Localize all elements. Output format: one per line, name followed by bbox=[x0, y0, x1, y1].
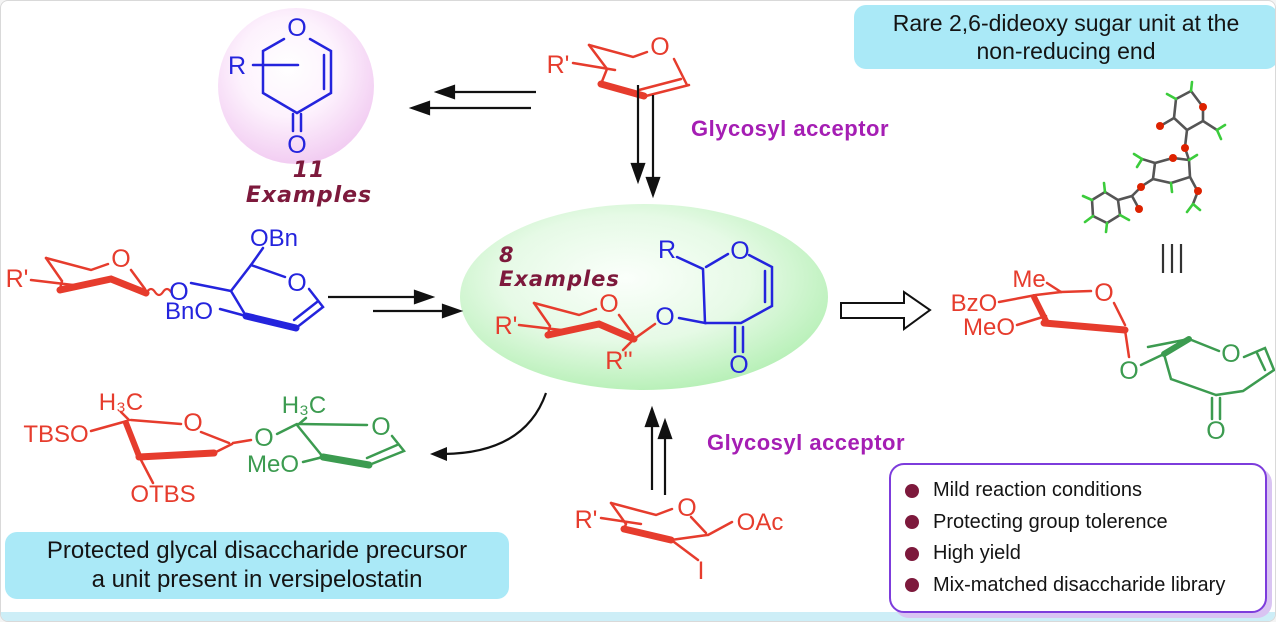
carbonyl-oxygen-label: O bbox=[729, 351, 748, 379]
feature-item: High yield bbox=[905, 542, 1251, 565]
glycosidic-oxygen-label: O bbox=[169, 278, 188, 306]
ring-oxygen-label: O bbox=[677, 494, 696, 522]
r-prime-label: R' bbox=[575, 506, 598, 534]
curved-arrow bbox=[430, 392, 548, 461]
central-disaccharide-product-structure bbox=[517, 301, 657, 352]
key-features-box: Mild reaction conditions Protecting grou… bbox=[889, 463, 1267, 613]
feature-label: Mix-matched disaccharide library bbox=[933, 573, 1226, 596]
banner-line: a unit present in versipelostatin bbox=[91, 566, 423, 594]
r-prime-label: R' bbox=[547, 51, 570, 79]
feature-item: Protecting group tolerence bbox=[905, 511, 1251, 534]
ring-oxygen-label: O bbox=[287, 269, 306, 297]
benzylated-disaccharide-structure bbox=[29, 256, 173, 297]
examples-count-top: 11 Examples bbox=[245, 158, 373, 208]
ring-oxygen-label: O bbox=[371, 413, 390, 441]
oac-group-label: OAc bbox=[737, 509, 784, 536]
methyl-group-label: Me bbox=[1012, 266, 1045, 293]
meo-group-label: MeO bbox=[963, 314, 1015, 341]
otbs-group-label: OTBS bbox=[130, 481, 195, 508]
carbonyl-oxygen-label: O bbox=[287, 131, 306, 159]
retrosynthesis-left-arrows bbox=[408, 84, 536, 116]
glycosylation-up-arrows bbox=[644, 405, 673, 495]
precursor-banner: Protected glycal disaccharide precursor … bbox=[5, 532, 509, 599]
bullet-icon bbox=[905, 483, 919, 498]
r-group-label: R bbox=[658, 236, 676, 264]
bullet-icon bbox=[905, 546, 919, 561]
feature-item: Mild reaction conditions bbox=[905, 479, 1251, 502]
obn-group-label: OBn bbox=[250, 225, 298, 252]
iodine-label: I bbox=[698, 557, 705, 585]
ring-oxygen-label: O bbox=[599, 290, 618, 318]
feature-item: Mix-matched disaccharide library bbox=[905, 574, 1251, 597]
glycosyl-acceptor-label-top: Glycosyl acceptor bbox=[691, 116, 890, 141]
ring-oxygen-label: O bbox=[1221, 340, 1240, 368]
bno-group-label: BnO bbox=[165, 298, 213, 325]
identity-triple-bar bbox=[1161, 244, 1183, 273]
feature-label: Mild reaction conditions bbox=[933, 479, 1142, 502]
crystal-structure-model bbox=[1081, 80, 1227, 234]
r-double-prime-label: R'' bbox=[605, 347, 633, 375]
rare-sugar-banner: Rare 2,6-dideoxy sugar unit at the non-r… bbox=[854, 5, 1275, 70]
bzo-group-label: BzO bbox=[951, 290, 998, 317]
glycosyl-acceptor-label-bottom: Glycosyl acceptor bbox=[707, 430, 906, 455]
glycal-acceptor-structure bbox=[571, 43, 691, 100]
r-group-label: R bbox=[228, 52, 246, 80]
methyl-group-label: H₃C bbox=[99, 389, 143, 416]
banner-line: Rare 2,6-dideoxy sugar unit at the bbox=[892, 10, 1240, 36]
ring-oxygen-label: O bbox=[650, 33, 669, 61]
central-product-pyranone-part bbox=[675, 252, 774, 354]
feature-label: Protecting group tolerence bbox=[933, 510, 1168, 533]
product-block-arrow bbox=[840, 290, 932, 331]
purple-highlight-circle bbox=[218, 8, 374, 164]
forward-right-arrows bbox=[328, 289, 464, 319]
tbso-group-label: TBSO bbox=[23, 421, 88, 448]
r-prime-label: R' bbox=[6, 265, 29, 293]
examples-count-center: 8 Examples bbox=[499, 243, 620, 291]
iodo-glycosyl-acetate-structure bbox=[599, 501, 734, 562]
bottom-accent-strip bbox=[1, 612, 1275, 621]
meo-group-label: MeO bbox=[247, 451, 299, 478]
benzoylated-product-structure bbox=[997, 281, 1131, 359]
feature-label: High yield bbox=[933, 542, 1021, 565]
ring-oxygen-label: O bbox=[730, 237, 749, 265]
glycosidic-oxygen-label: O bbox=[655, 303, 674, 331]
glycosidic-oxygen-label: O bbox=[1119, 357, 1138, 385]
r-prime-label: R' bbox=[495, 312, 518, 340]
benzylated-glycal-part bbox=[189, 246, 325, 332]
bullet-icon bbox=[905, 515, 919, 530]
pyranone-monosaccharide-structure bbox=[251, 37, 333, 133]
methoxy-glycal-part bbox=[275, 416, 407, 469]
banner-line: Protected glycal disaccharide precursor bbox=[46, 537, 468, 564]
ring-oxygen-label: O bbox=[111, 245, 130, 273]
glycosylation-down-arrows bbox=[630, 85, 661, 199]
bullet-icon bbox=[905, 578, 919, 593]
banner-line: non-reducing end bbox=[976, 38, 1156, 65]
tbs-protected-disaccharide-structure bbox=[89, 410, 253, 485]
methyl-group-label: H₃C bbox=[282, 392, 326, 419]
ring-oxygen-label: O bbox=[1094, 279, 1113, 307]
ring-oxygen-label: O bbox=[183, 409, 202, 437]
ring-oxygen-label: O bbox=[287, 14, 306, 42]
glycosidic-oxygen-label: O bbox=[254, 424, 273, 452]
green-pyranone-part bbox=[1139, 336, 1275, 421]
carbonyl-oxygen-label: O bbox=[1206, 417, 1225, 445]
